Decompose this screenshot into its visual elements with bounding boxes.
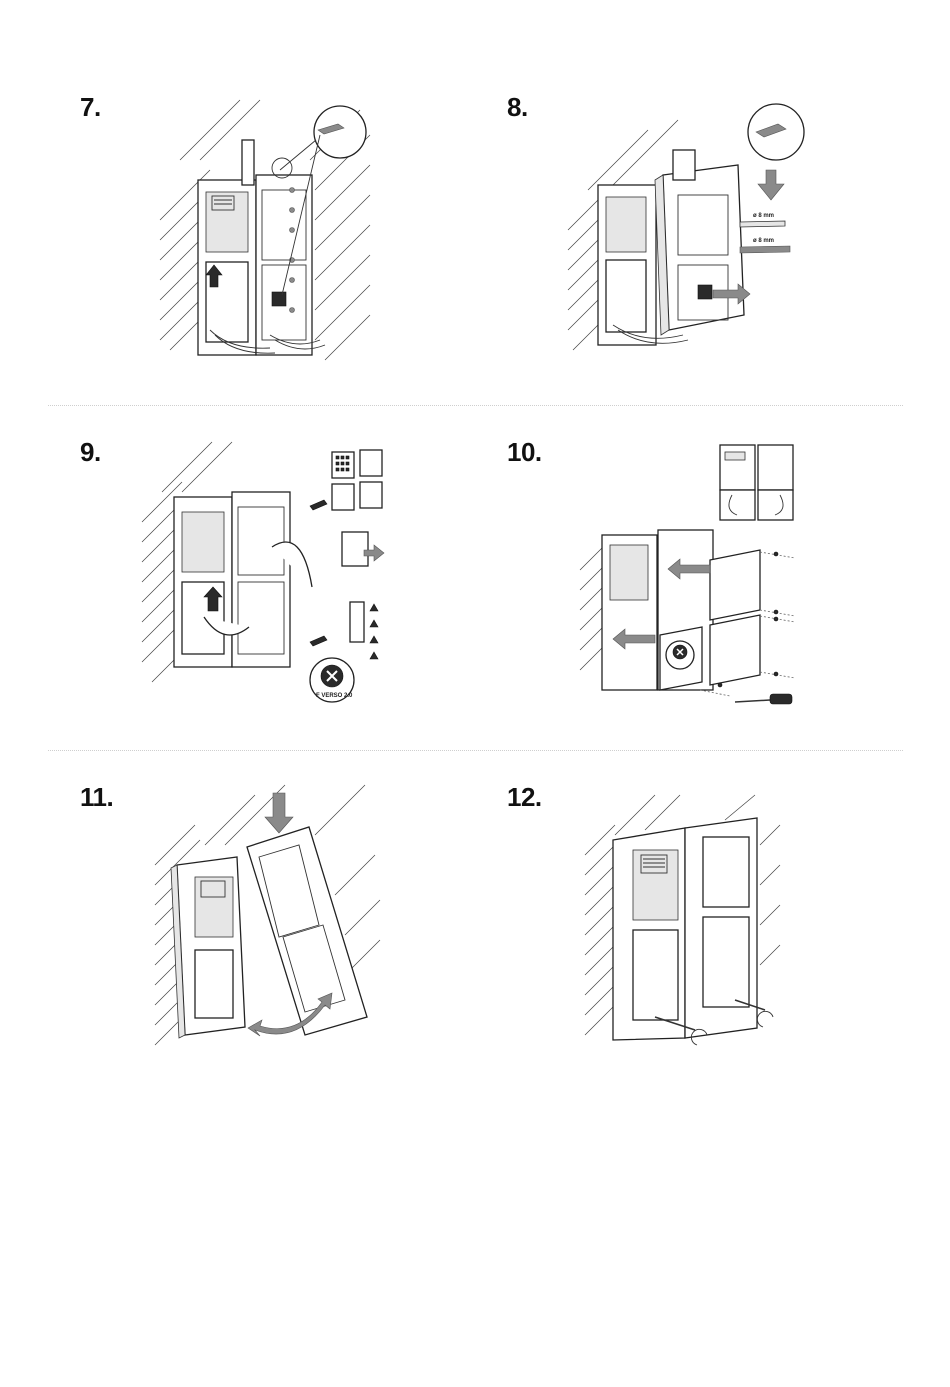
section-divider-1: [48, 405, 903, 406]
step-11-illustration: [155, 785, 385, 1055]
mounting-frame-left: [198, 180, 256, 355]
module-insert: [342, 532, 368, 566]
step-number-11: 11.: [80, 782, 113, 813]
step-7-illustration: [160, 100, 380, 370]
step-12-illustration: [585, 795, 785, 1055]
drill-bit-large: ø 8 mm: [740, 213, 785, 227]
step-number-8: 8.: [507, 92, 528, 123]
top-bracket: [242, 140, 254, 185]
section-divider-2: [48, 750, 903, 751]
svg-text:ø 8 mm: ø 8 mm: [753, 213, 774, 219]
module-rfid: [360, 450, 382, 476]
do-not-badge: [666, 641, 694, 669]
final-panel-left: [613, 828, 685, 1040]
step-number-7: 7.: [80, 92, 101, 123]
step-number-12: 12.: [507, 782, 542, 813]
step-number-10: 10.: [507, 437, 542, 468]
drill-bit-small: ø 8 mm: [740, 238, 790, 253]
cover-frame-top: [710, 550, 760, 620]
mounting-frame-right: [256, 175, 312, 355]
step-9-illustration: F VERSO 2.0: [142, 442, 402, 712]
frame-right: [232, 492, 290, 667]
module-keypad: [332, 452, 354, 478]
down-arrow-icon: [758, 170, 784, 200]
module-info: [360, 482, 382, 508]
module-buttons: [332, 484, 354, 510]
step-8-illustration: ø 8 mm ø 8 mm: [568, 100, 818, 370]
warning-icons: [370, 604, 378, 659]
svg-text:ø 8 mm: ø 8 mm: [753, 238, 774, 244]
step-number-9: 9.: [80, 437, 101, 468]
screwdriver-icon: [735, 694, 792, 704]
cover-frame-bottom: [710, 615, 760, 685]
step-10-illustration: [580, 440, 810, 710]
cover-frame-fixed: [171, 857, 245, 1038]
final-panel-right: [685, 818, 757, 1038]
bus-connector: [350, 602, 364, 642]
screw-icon: [310, 500, 327, 510]
do-not-badge: F VERSO 2.0: [310, 658, 354, 702]
reference-panel: [720, 445, 793, 520]
down-arrow-icon: [265, 793, 293, 833]
svg-text:F VERSO 2.0: F VERSO 2.0: [316, 693, 353, 699]
new-mounting-frame: [655, 150, 744, 335]
